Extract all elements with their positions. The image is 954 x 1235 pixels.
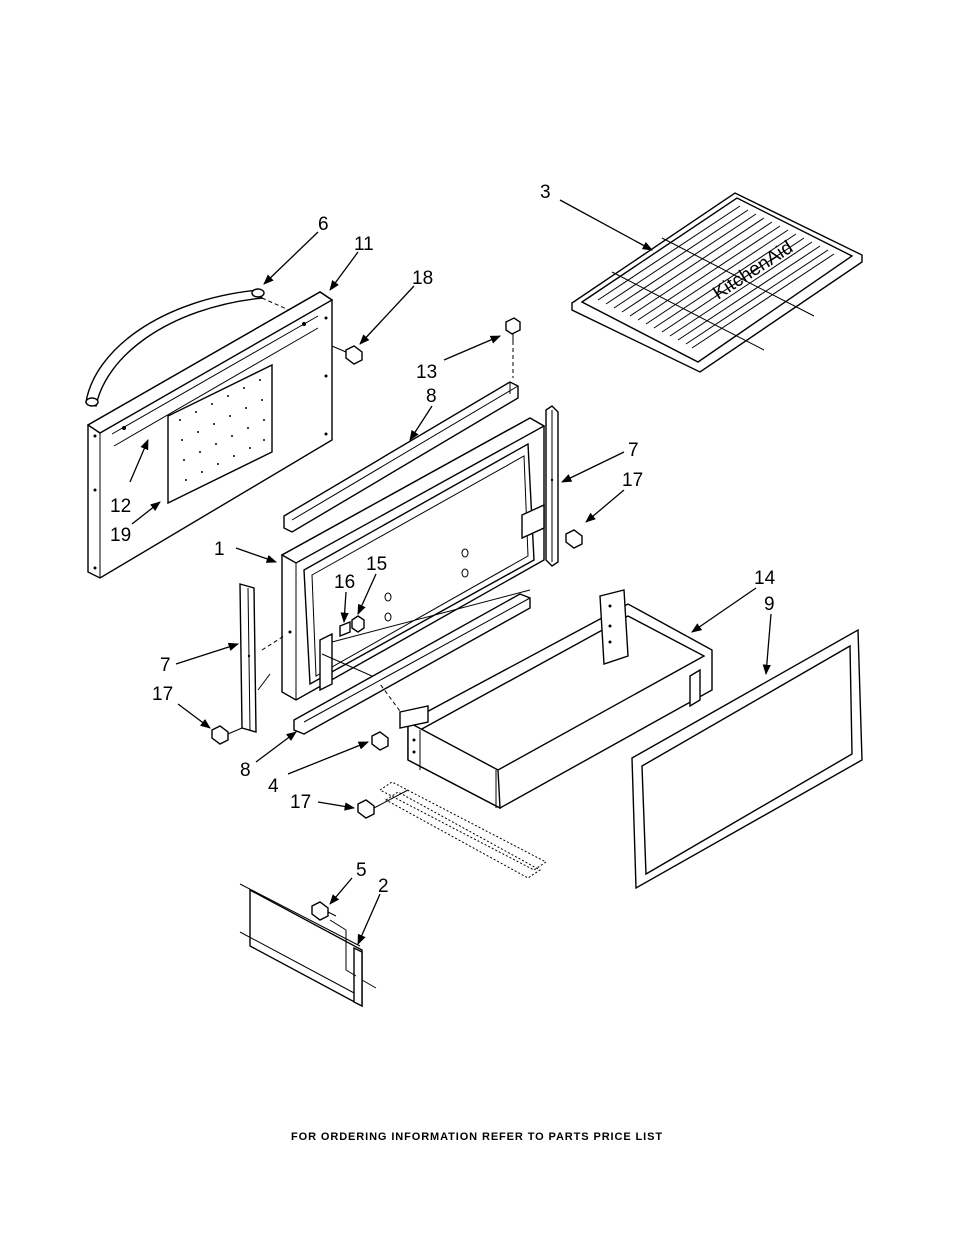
- callout-7-right: 7: [628, 440, 639, 461]
- part-15-nut[interactable]: [352, 616, 364, 632]
- callout-13: 13: [416, 362, 437, 383]
- callout-9: 9: [764, 594, 775, 615]
- callout-18: 18: [412, 268, 433, 289]
- part-17-screw-right[interactable]: [566, 530, 582, 548]
- ordering-info-footer: FOR ORDERING INFORMATION REFER TO PARTS …: [0, 1131, 954, 1143]
- part-5-screw[interactable]: [312, 902, 336, 920]
- callout-3: 3: [540, 182, 551, 203]
- callout-12: 12: [110, 496, 131, 517]
- part-7-left-side-trim[interactable]: [240, 584, 284, 732]
- callout-17-left: 17: [152, 684, 173, 705]
- callout-15: 15: [366, 554, 387, 575]
- part-3-grille-shelf[interactable]: KitchenAid: [572, 193, 862, 372]
- callout-2: 2: [378, 876, 389, 897]
- callout-16: 16: [334, 572, 355, 593]
- callout-1: 1: [214, 539, 225, 560]
- part-18-screw[interactable]: [332, 346, 362, 364]
- part-4-screw[interactable]: [372, 732, 388, 750]
- callout-8-top: 8: [426, 386, 437, 407]
- callout-7-left: 7: [160, 655, 171, 676]
- callout-5: 5: [356, 860, 367, 881]
- callout-17-lower: 17: [290, 792, 311, 813]
- callout-14: 14: [754, 568, 776, 589]
- part-2-kick-plate[interactable]: [240, 884, 376, 1006]
- callout-17-right: 17: [622, 470, 643, 491]
- callout-11: 11: [354, 234, 374, 255]
- callout-19: 19: [110, 525, 131, 546]
- part-17-screw-left[interactable]: [212, 726, 242, 744]
- part-17-screw-lower[interactable]: [358, 790, 408, 818]
- part-7-right-side-trim[interactable]: [546, 406, 558, 566]
- callout-4: 4: [268, 776, 279, 797]
- part-13-screw[interactable]: [506, 318, 520, 378]
- callout-6: 6: [318, 214, 329, 235]
- callout-8-bottom: 8: [240, 760, 251, 781]
